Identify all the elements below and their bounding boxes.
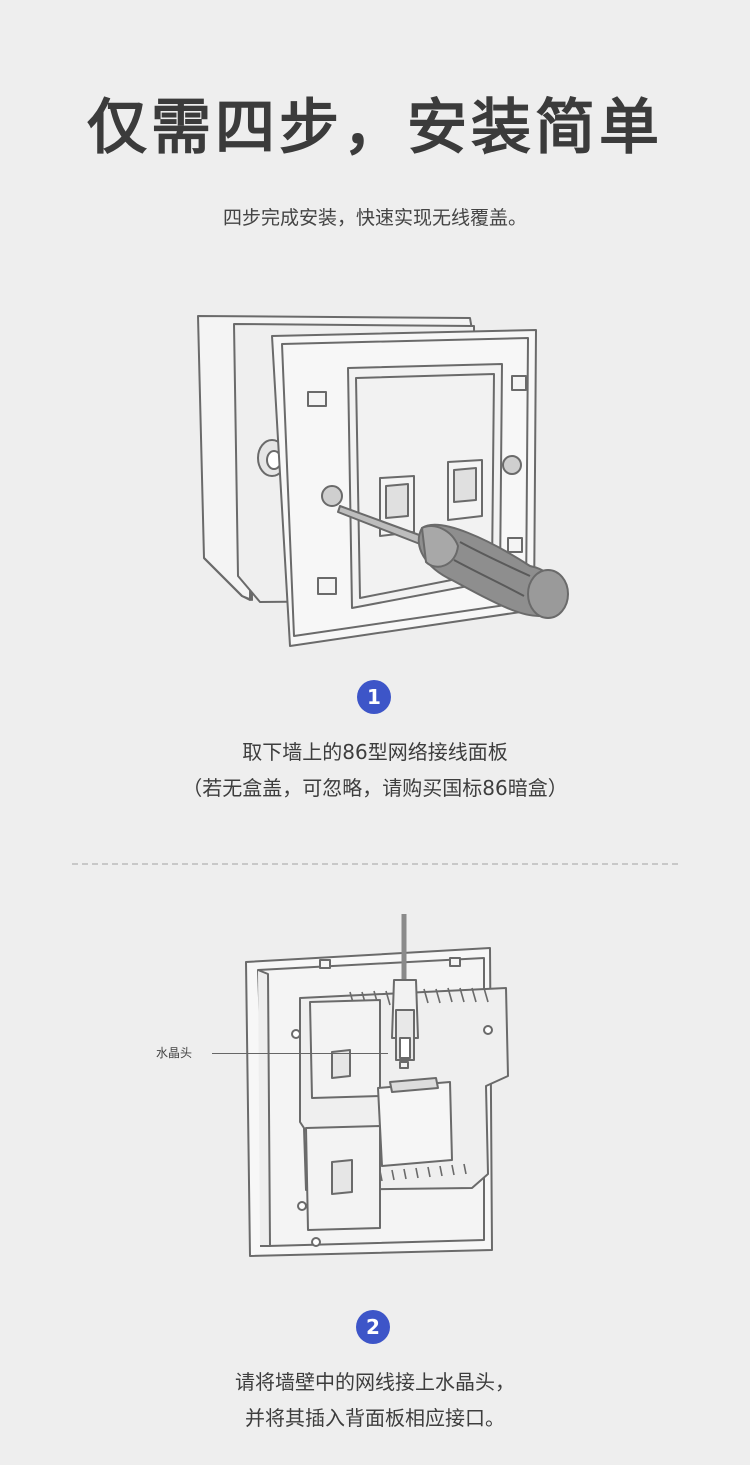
section-divider bbox=[72, 863, 678, 865]
crystal-head-leader-line bbox=[212, 1053, 388, 1054]
step1-badge: 1 bbox=[357, 680, 391, 714]
step2-illustration bbox=[245, 914, 509, 1257]
crystal-head-label: 水晶头 bbox=[156, 1046, 193, 1060]
step1-line1: 取下墙上的86型网络接线面板 bbox=[242, 740, 508, 764]
page-subtitle: 四步完成安装，快速实现无线覆盖。 bbox=[222, 207, 527, 229]
step1-illustration bbox=[197, 315, 569, 647]
step2-badge: 2 bbox=[356, 1310, 390, 1344]
page-title: 仅需四步，安装简单 bbox=[87, 93, 663, 163]
step2-line2: 并将其插入背面板相应接口。 bbox=[245, 1406, 505, 1430]
step2-line1: 请将墙壁中的网线接上水晶头， bbox=[235, 1370, 515, 1394]
step1-line2: （若无盒盖，可忽略，请购买国标86暗盒） bbox=[182, 776, 568, 800]
